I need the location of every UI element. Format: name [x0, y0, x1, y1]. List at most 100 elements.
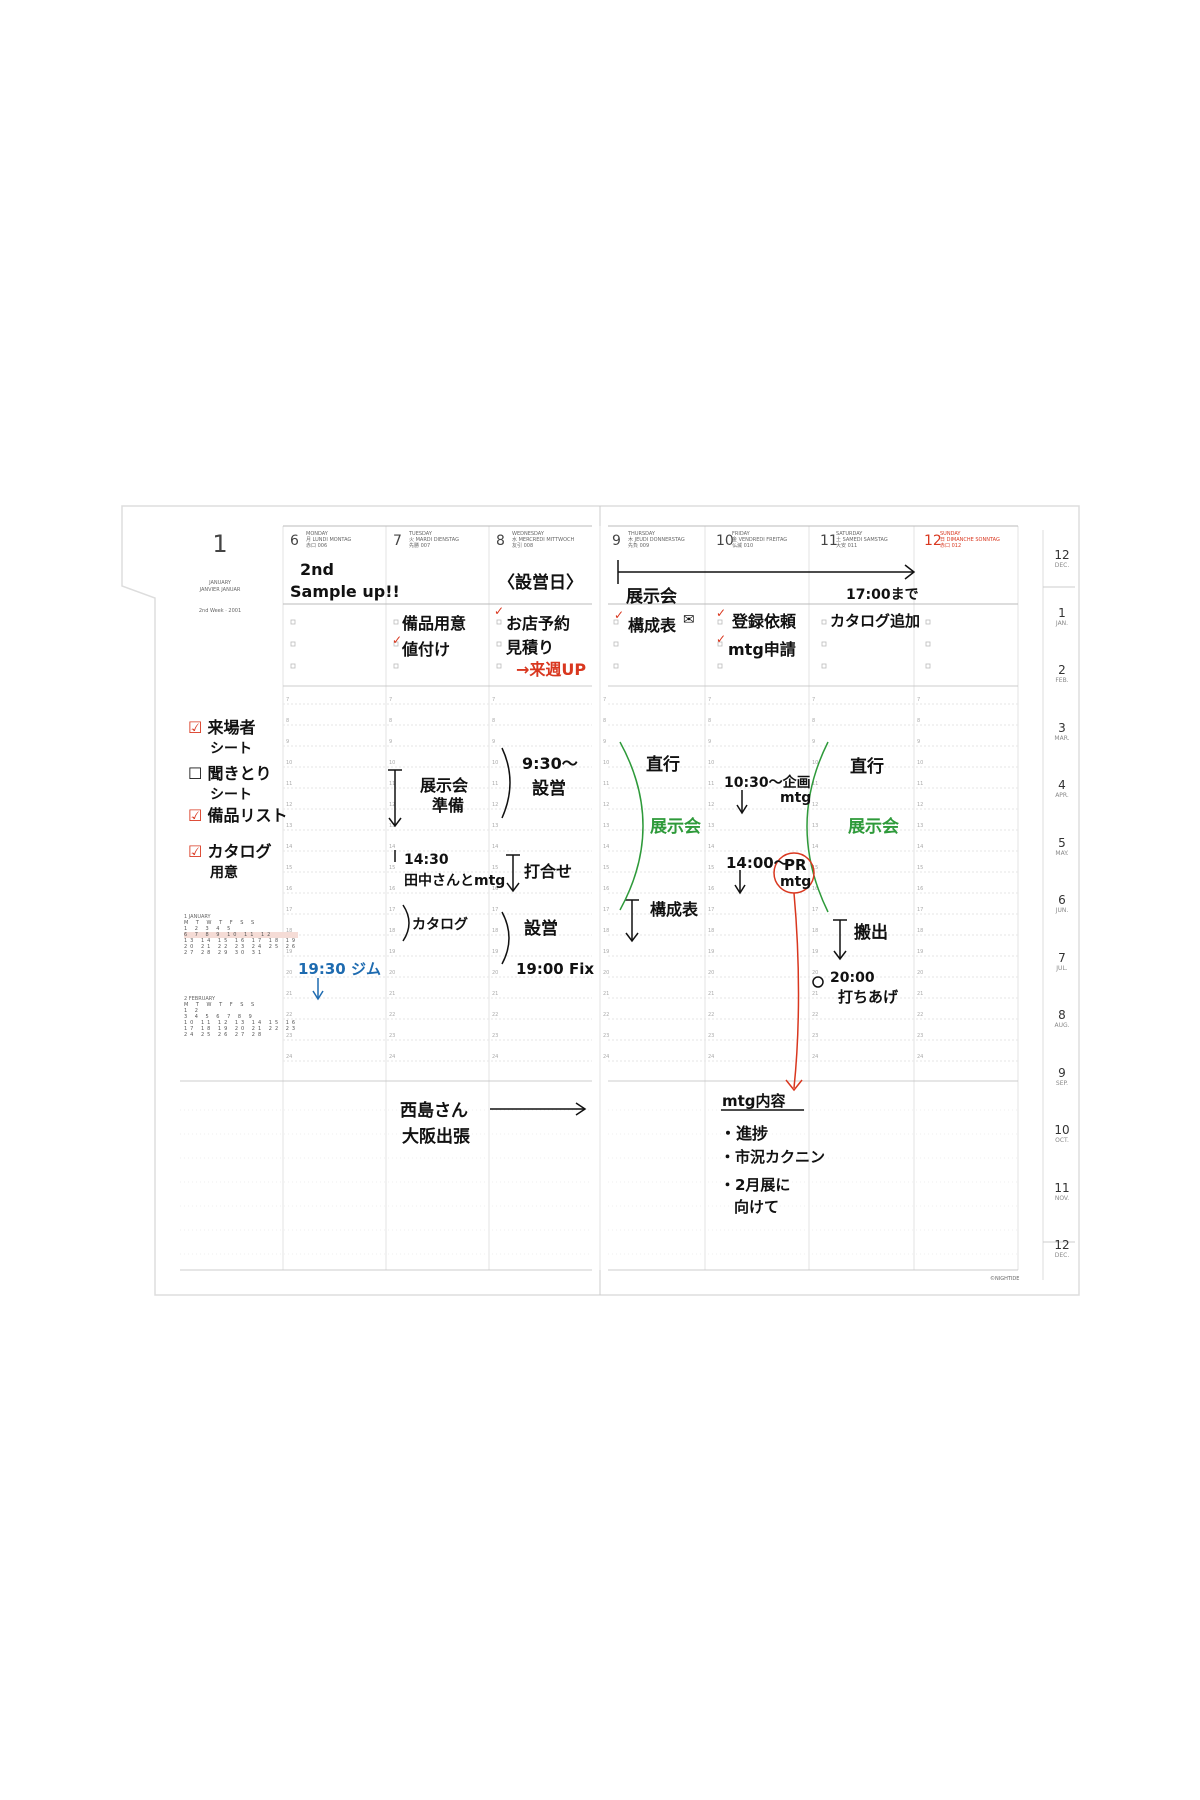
hour-label: 20	[389, 970, 395, 976]
hour-label: 10	[492, 760, 498, 766]
note-wed-a1: 9:30〜	[522, 754, 578, 773]
check-icon: ✓	[716, 606, 727, 620]
todo-checkbox[interactable]	[613, 663, 619, 669]
mini-cal-row: 1 2	[184, 1008, 201, 1014]
todo-item[interactable]: ☑ カタログ 用意	[188, 838, 287, 881]
note-fri-1: 登録依頼	[732, 612, 797, 631]
hour-label: 13	[603, 823, 609, 829]
mini-calendar-january: 1 JANUARY M T W T F S S 1 2 3 4 5 6 7 8 …	[184, 914, 299, 956]
hour-label: 9	[917, 739, 920, 745]
todo-item[interactable]: ☑ 備品リスト	[188, 802, 287, 832]
todo-checkbox[interactable]	[717, 619, 723, 625]
hour-label: 23	[812, 1033, 818, 1039]
todo-checkbox[interactable]	[613, 641, 619, 647]
day-number: 12	[924, 533, 942, 549]
todo-checkbox[interactable]	[393, 641, 399, 647]
mini-cal-head: M T W T F S S	[184, 1002, 258, 1008]
note-thu-event: 展示会	[626, 587, 677, 607]
week-label: 2nd Week · 2001	[198, 608, 242, 614]
hour-label: 18	[286, 928, 292, 934]
hour-label: 23	[492, 1033, 498, 1039]
todo-checkbox[interactable]	[821, 619, 827, 625]
todo-checkbox[interactable]	[496, 663, 502, 669]
note-wed-2: 見積り	[506, 638, 555, 657]
tab-month: FEB.	[1055, 677, 1069, 684]
todo-checkbox[interactable]	[290, 663, 296, 669]
hour-label: 15	[917, 865, 923, 871]
tab-month: JAN.	[1055, 619, 1069, 627]
note-fri-2: mtg申請	[728, 640, 796, 659]
day-sub2: 赤口 012	[940, 543, 962, 549]
todo-item-label: 来場者	[207, 718, 256, 737]
hour-label: 7	[917, 697, 920, 703]
day-sub2: 友引 008	[512, 543, 534, 549]
todo-checkbox[interactable]	[613, 619, 619, 625]
memo-right-1: ・進捗	[720, 1124, 769, 1143]
hour-label: 24	[492, 1054, 498, 1060]
todo-checkbox[interactable]	[496, 619, 502, 625]
note-wed-b: 打合せ	[524, 862, 573, 881]
hour-label: 12	[389, 802, 395, 808]
todo-checkbox[interactable]	[393, 619, 399, 625]
hour-label: 18	[492, 928, 498, 934]
hour-label: 14	[492, 844, 498, 850]
hour-label: 7	[812, 697, 815, 703]
todo-checkbox[interactable]	[393, 663, 399, 669]
todo-checkbox[interactable]	[821, 663, 827, 669]
note-wed-3: →来週UP	[516, 660, 587, 679]
hour-label: 16	[708, 886, 714, 892]
month-subname: JANVIER JANUAR	[199, 587, 241, 593]
day-sub: 木 JEUDI DONNERSTAG	[628, 537, 685, 543]
hour-label: 18	[603, 928, 609, 934]
hour-label: 7	[708, 697, 711, 703]
note-fri-pr2: mtg	[780, 874, 812, 890]
todo-checkbox[interactable]	[290, 641, 296, 647]
note-wed-a2: 設営	[532, 779, 566, 799]
hour-label: 24	[812, 1054, 818, 1060]
tab-number: 9	[1058, 1065, 1066, 1080]
hour-label: 12	[812, 802, 818, 808]
mini-cal-row: 13 14 15 16 17 18 19	[184, 938, 299, 944]
todo-checkbox[interactable]	[821, 641, 827, 647]
hour-label: 9	[286, 739, 289, 745]
todo-checkbox[interactable]	[925, 619, 931, 625]
todo-item-label-2: シート	[210, 741, 252, 757]
todo-checkbox[interactable]	[717, 663, 723, 669]
note-tue-b1: 14:30	[404, 852, 449, 868]
todo-item[interactable]: ☑ 来場者 シート	[188, 714, 287, 757]
todo-checkbox[interactable]	[496, 641, 502, 647]
hour-label: 21	[708, 991, 714, 997]
day-name: SUNDAY	[940, 531, 961, 537]
hour-label: 17	[812, 907, 818, 913]
tab-month: SEP.	[1055, 1079, 1069, 1087]
todo-checkbox[interactable]	[925, 663, 931, 669]
todo-checkbox[interactable]	[925, 641, 931, 647]
hour-label: 8	[917, 718, 920, 724]
todo-checkbox[interactable]	[290, 619, 296, 625]
hour-label: 21	[492, 991, 498, 997]
todo-checkbox[interactable]	[717, 641, 723, 647]
hour-label: 24	[917, 1054, 923, 1060]
todo-item[interactable]: ☐ 聞きとり シート	[188, 760, 287, 803]
